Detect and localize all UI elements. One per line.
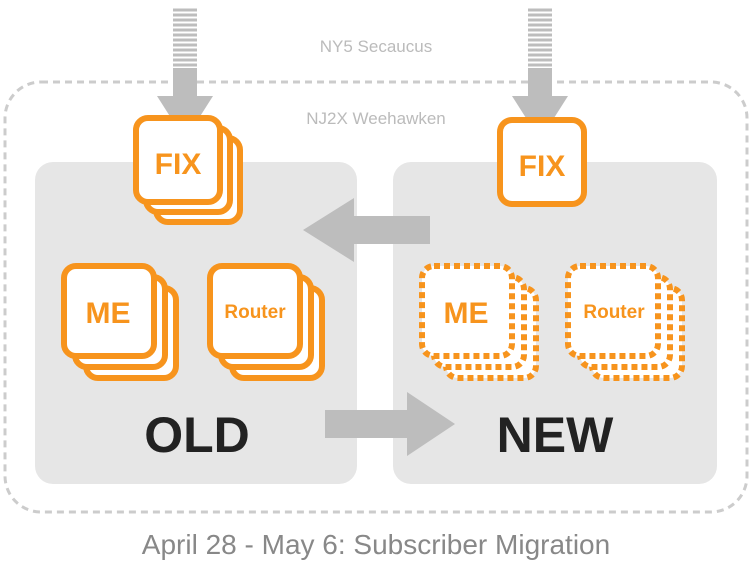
- new-me-node: [419, 263, 539, 381]
- old-panel: [35, 162, 357, 484]
- new-title: NEW: [497, 407, 614, 463]
- site-label-nj2x: NJ2X Weehawken: [306, 109, 446, 128]
- new-me-label: ME: [444, 297, 489, 330]
- new-fix-label: FIX: [519, 150, 566, 183]
- inbound-arrow-left: [157, 8, 213, 140]
- arrow-new-to-old: [303, 198, 430, 262]
- arrow-old-to-new: [325, 392, 455, 456]
- new-fix-node: FIX: [497, 117, 587, 207]
- old-me-label: ME: [86, 297, 131, 330]
- old-me-node: ME: [61, 263, 179, 381]
- inbound-arrow-right: [512, 8, 568, 140]
- new-panel: [393, 162, 717, 484]
- new-router-label: Router: [583, 302, 645, 323]
- old-fix-label: FIX: [155, 148, 202, 181]
- site-label-ny5: NY5 Secaucus: [320, 37, 432, 56]
- old-router-label: Router: [224, 302, 286, 323]
- old-title: OLD: [144, 407, 250, 463]
- caption: April 28 - May 6: Subscriber Migration: [142, 529, 610, 560]
- datacenter-boundary: [3, 80, 749, 514]
- old-router-node: Router: [207, 263, 325, 381]
- old-fix-node: FIX: [133, 115, 243, 225]
- new-router-node: [565, 263, 685, 381]
